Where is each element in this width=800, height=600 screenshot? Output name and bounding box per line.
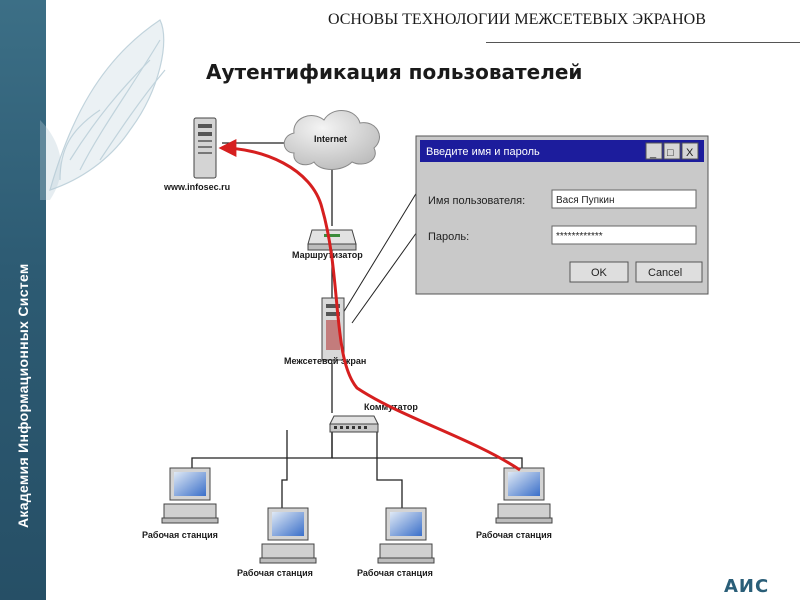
course-title: ОСНОВЫ ТЕХНОЛОГИИ МЕЖСЕТЕВЫХ ЭКРАНОВ bbox=[328, 11, 706, 28]
router-icon bbox=[307, 229, 357, 251]
cloud-icon bbox=[283, 110, 380, 170]
header-rule bbox=[486, 42, 800, 43]
butterfly-decoration bbox=[40, 19, 166, 200]
switch-icon bbox=[329, 415, 379, 433]
close-button[interactable]: X bbox=[681, 142, 699, 160]
svg-text:_: _ bbox=[649, 147, 657, 159]
username-value: Вася Пупкин bbox=[556, 195, 615, 206]
svg-text:OK: OK bbox=[591, 267, 608, 279]
dialog-title: Введите имя и пароль bbox=[426, 146, 540, 158]
sidebar-label: Академия Информационных Систем bbox=[15, 263, 31, 529]
password-label: Пароль: bbox=[428, 231, 469, 243]
firewall-label: Межсетевой экран bbox=[284, 356, 366, 366]
maximize-button[interactable]: □ bbox=[663, 142, 681, 160]
network-diagram: www.infosec.ru Internet Маршрутизатор Ме… bbox=[142, 110, 709, 578]
workstation-label: Рабочая станция bbox=[142, 530, 218, 540]
workstation-icon bbox=[259, 507, 317, 564]
login-dialog: Введите имя и пароль _ □ X Имя пользоват… bbox=[415, 135, 709, 295]
workstation-icon bbox=[161, 467, 219, 524]
workstation-icon bbox=[495, 467, 553, 524]
cancel-button[interactable]: Cancel bbox=[635, 261, 703, 283]
server-icon bbox=[193, 117, 217, 179]
username-input[interactable]: Вася Пупкин bbox=[551, 189, 697, 209]
workstation-icon bbox=[377, 507, 435, 564]
workstation-label: Рабочая станция bbox=[237, 568, 313, 578]
username-label: Имя пользователя: bbox=[428, 195, 525, 207]
password-value: ************ bbox=[556, 231, 603, 242]
authentication-path bbox=[218, 139, 521, 472]
workstation-label: Рабочая станция bbox=[357, 568, 433, 578]
workstation-label: Рабочая станция bbox=[476, 530, 552, 540]
sidebar: Академия Информационных Систем bbox=[0, 0, 46, 600]
slide-title: Аутентификация пользователей bbox=[206, 60, 583, 84]
password-input[interactable]: ************ bbox=[551, 225, 697, 245]
dialog-callout-lines bbox=[339, 191, 418, 324]
svg-text:□: □ bbox=[667, 147, 674, 159]
svg-text:X: X bbox=[686, 147, 694, 159]
minimize-button[interactable]: _ bbox=[645, 142, 663, 160]
router-label: Маршрутизатор bbox=[292, 250, 363, 260]
logo: АИС bbox=[724, 576, 769, 596]
svg-text:Cancel: Cancel bbox=[648, 267, 682, 279]
logo-text: АИС bbox=[724, 576, 769, 596]
cloud-label: Internet bbox=[314, 134, 347, 144]
ok-button[interactable]: OK bbox=[569, 261, 629, 283]
server-label: www.infosec.ru bbox=[163, 182, 230, 192]
